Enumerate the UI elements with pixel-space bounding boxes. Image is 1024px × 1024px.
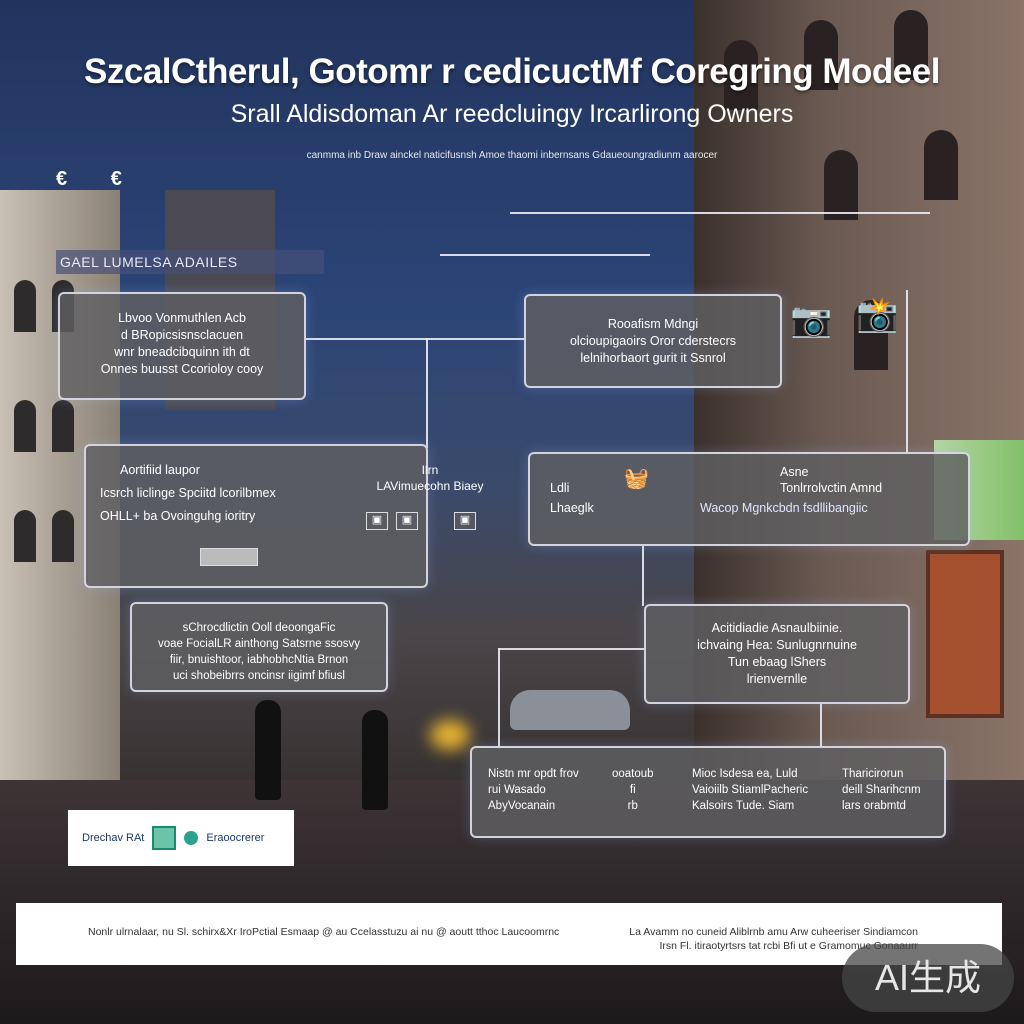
caption-text: Ilrn — [370, 462, 490, 478]
euro-icon: € — [56, 168, 67, 190]
pedestrian — [362, 710, 388, 810]
box-text: fiir, bnuishtoor, iabhobhcNtia Brnon — [132, 652, 386, 668]
badge-right-text: Eraoocrerer — [206, 832, 264, 844]
brand-badge: Drechav RAt Eraoocrerer — [68, 810, 294, 866]
box-text: Tun ebaag lShers — [646, 654, 908, 671]
box-text: Lhaeglk — [550, 500, 594, 517]
section-header: GAEL LUMELSA ADAILES — [56, 250, 324, 274]
page-title: SzcalCtherul, Gotomr r cedicuctMf Coregr… — [0, 52, 1024, 92]
connector-line — [440, 254, 650, 256]
box-text: lrienvernlle — [646, 671, 908, 688]
diagram-box-lower-right: Acitidiadie Asnaulbiinie. ichvaing Hea: … — [644, 604, 910, 704]
camera-icon: 📸 — [856, 295, 898, 335]
camera-icon: 📷 — [790, 300, 832, 340]
euro-icon: € — [111, 168, 122, 190]
diagram-box-lower-left: sChrocdlictin Ooll deoongaFic voae Focia… — [130, 602, 388, 692]
box-text: Acitidiadie Asnaulbiinie. — [646, 620, 908, 637]
connector-line — [498, 648, 500, 748]
pedestrian — [255, 700, 281, 800]
box-text: Asne — [780, 464, 809, 481]
connector-line — [426, 338, 428, 448]
box-text: lelnihorbaort gurit it Ssnrol — [526, 350, 780, 367]
box-text: ichvaing Hea: Sunlugnrnuine — [646, 637, 908, 654]
box-text: uci shobeibrrs oncinsr iigimf bfiusl — [132, 668, 386, 684]
footer-left-text: Nonlr ulrnalaar, nu Sl. schirx&Xr IroPct… — [88, 926, 559, 938]
box-text: Rooafism Mdngi — [526, 316, 780, 333]
connector-line — [306, 338, 524, 340]
image-icon: ▣ — [396, 512, 418, 530]
box-text: Wacop Mgnkcbdn fsdllibangiic — [700, 500, 868, 517]
box-text: Tonlrrolvctin Amnd — [780, 480, 882, 497]
box-text: deill Sharihcnm — [842, 782, 921, 798]
box-text: rui Wasado — [488, 782, 579, 798]
connector-line — [510, 212, 930, 214]
bottom-col-2: ooatoub fi rb — [612, 766, 654, 814]
box-text: Onnes buusst Ccorioloy cooy — [60, 361, 304, 378]
box-text: ooatoub — [612, 766, 654, 782]
caption-text: LAVimuecohn Biaey — [370, 478, 490, 494]
box-text: lars orabmtd — [842, 798, 921, 814]
right-building — [694, 0, 1024, 860]
top-icons: € € — [56, 168, 160, 191]
box-text: Vaioiilb StiamlPacheric — [692, 782, 808, 798]
tag-icon — [200, 548, 258, 566]
diagram-box-mid-right: Asne Tonlrrolvctin Amnd Ldli Lhaeglk Wac… — [528, 452, 970, 546]
image-icon: ▣ — [454, 512, 476, 530]
connector-line — [906, 290, 908, 454]
connector-line — [498, 648, 644, 650]
basket-icon: 🧺 — [624, 466, 649, 491]
connector-line — [642, 546, 644, 606]
box-text: wnr bneadcibquinn ith dt — [60, 344, 304, 361]
bottom-col-1: Nistn mr opdt frov rui Wasado AbyVocanai… — [488, 766, 579, 814]
diagram-box-top-right: Rooafism Mdngi olcioupigaoirs Oror cders… — [524, 294, 782, 388]
box-text: Ldli — [550, 480, 569, 497]
box-text: voae FocialLR ainthong Satsrne ssosvy — [132, 636, 386, 652]
box-caption: Ilrn LAVimuecohn Biaey — [370, 462, 490, 494]
box-text: sChrocdlictin Ooll deoongaFic — [132, 620, 386, 636]
shop-window — [926, 550, 1004, 718]
box-text: rb — [612, 798, 654, 814]
box-text: Kalsoirs Tude. Siam — [692, 798, 808, 814]
box-text: d BRopicsisnsclacuen — [60, 327, 304, 344]
page-subtitle: Srall Aldisdoman Ar reedcluingy Ircarlir… — [0, 100, 1024, 129]
bottom-col-4: Tharicirorun deill Sharihcnm lars orabmt… — [842, 766, 921, 814]
box-text: Tharicirorun — [842, 766, 921, 782]
badge-left-text: Drechav RAt — [82, 832, 144, 844]
logo-dot-icon — [184, 831, 198, 845]
connector-line — [820, 704, 822, 748]
tagline: canmma inb Draw ainckel naticifusnsh Amo… — [0, 150, 1024, 161]
box-text: Mioc Isdesa ea, Luld — [692, 766, 808, 782]
car-light-glow — [430, 720, 470, 750]
diagram-box-top-left: Lbvoo Vonmuthlen Acb d BRopicsisnsclacue… — [58, 292, 306, 400]
logo-square-icon — [152, 826, 176, 850]
box-text: Nistn mr opdt frov — [488, 766, 579, 782]
ai-generated-watermark: AI生成 — [842, 944, 1014, 1012]
footer-right-text: La Avamm no cuneid Aliblrnb amu Arw cuhe… — [629, 925, 918, 939]
box-text: AbyVocanain — [488, 798, 579, 814]
bottom-col-3: Mioc Isdesa ea, Luld Vaioiilb StiamlPach… — [692, 766, 808, 814]
car — [510, 690, 630, 730]
box-text: Lbvoo Vonmuthlen Acb — [60, 310, 304, 327]
image-icon: ▣ — [366, 512, 388, 530]
box-text: olcioupigaoirs Oror cderstecrs — [526, 333, 780, 350]
box-text: fi — [612, 782, 654, 798]
diagram-box-bottom: Nistn mr opdt frov rui Wasado AbyVocanai… — [470, 746, 946, 838]
